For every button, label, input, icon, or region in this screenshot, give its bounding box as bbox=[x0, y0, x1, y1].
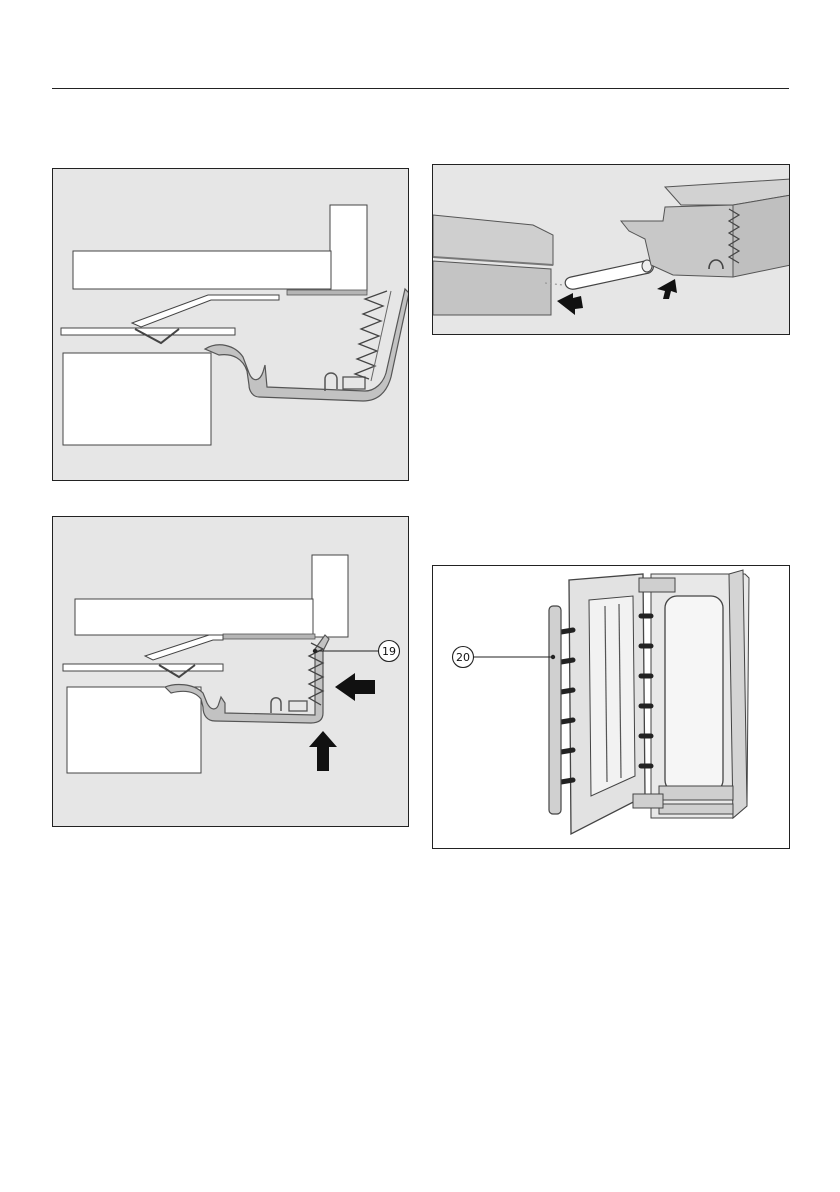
profile-hook bbox=[271, 698, 281, 713]
figure-c-drawing bbox=[433, 165, 790, 335]
callout-19-label: 19 bbox=[382, 645, 396, 658]
thin-panel bbox=[63, 664, 223, 671]
gasket-fins bbox=[355, 291, 387, 379]
profile-hook bbox=[325, 373, 337, 391]
figure-d-drawing: 20 bbox=[433, 566, 790, 849]
thin-panel bbox=[61, 328, 235, 335]
arrow-insert-left-icon bbox=[657, 279, 677, 299]
arrow-insert-right-icon bbox=[557, 293, 583, 315]
callout-20-dot bbox=[551, 655, 555, 659]
header-rule bbox=[52, 88, 789, 89]
seal-profile bbox=[205, 289, 409, 401]
slanted-flange bbox=[145, 635, 223, 660]
upper-board bbox=[75, 599, 313, 635]
left-profile-lower-face bbox=[433, 261, 551, 315]
upper-hinge bbox=[639, 578, 675, 592]
profile-slot bbox=[289, 701, 307, 711]
figure-appliance-door-trim: 20 bbox=[432, 565, 790, 849]
figure-a-drawing bbox=[53, 169, 409, 481]
figure-b-drawing: 19 bbox=[53, 517, 409, 827]
figure-seal-pressed-in: 19 bbox=[52, 516, 409, 827]
callout-20-label: 20 bbox=[456, 651, 470, 664]
callout-19-dot bbox=[313, 649, 317, 653]
lower-board bbox=[67, 687, 201, 773]
connector-pin bbox=[565, 261, 653, 289]
seal-strip bbox=[223, 634, 315, 639]
drawer-strip bbox=[659, 786, 733, 800]
right-profile-side bbox=[733, 195, 790, 277]
arrow-push-up-icon bbox=[309, 731, 337, 771]
lower-board bbox=[63, 353, 211, 445]
door-inner-panel bbox=[589, 596, 635, 796]
figure-connector-pin-joining bbox=[432, 164, 790, 335]
appliance-interior bbox=[665, 596, 723, 792]
vertical-panel bbox=[312, 555, 348, 637]
vertical-panel bbox=[330, 205, 367, 291]
plinth-strip bbox=[659, 804, 733, 814]
seal-strip bbox=[287, 290, 367, 295]
arrow-push-left-icon bbox=[335, 673, 375, 701]
slanted-flange bbox=[132, 295, 279, 327]
upper-board bbox=[73, 251, 331, 289]
profile-slot bbox=[343, 377, 365, 389]
figure-seal-before-fitting bbox=[52, 168, 409, 481]
lower-hinge bbox=[633, 794, 663, 808]
door-trim-strip bbox=[549, 606, 561, 814]
